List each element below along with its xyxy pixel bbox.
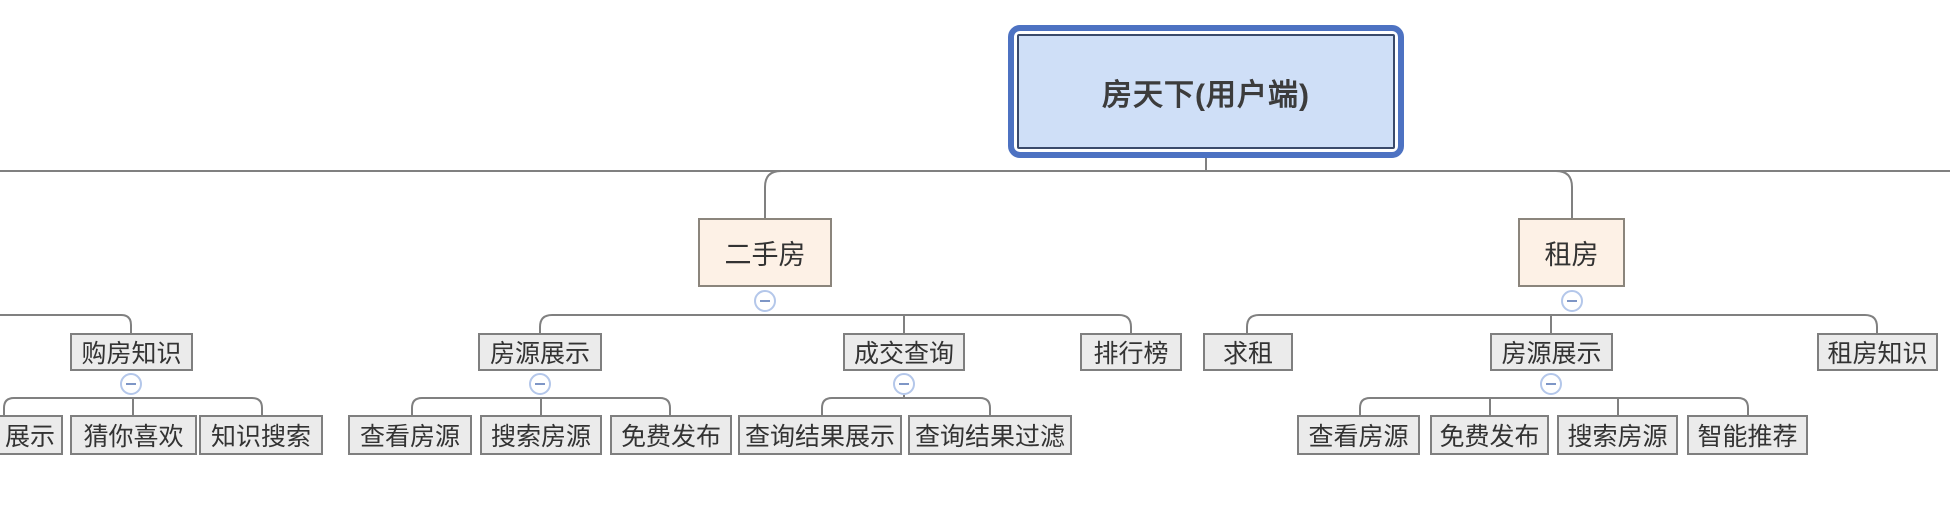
leaf-view-listings-2[interactable]: 查看房源 <box>1297 415 1420 455</box>
rail-second-hand-children <box>539 314 1132 333</box>
collapse-button-listing-display-2[interactable] <box>1540 373 1562 395</box>
minus-icon <box>126 383 136 385</box>
topic-second-hand-house[interactable]: 二手房 <box>698 218 832 287</box>
rail-listing-display-2-children <box>1359 397 1749 415</box>
leaf-free-publish-2[interactable]: 免费发布 <box>1430 415 1549 455</box>
root-topic[interactable]: 房天下(用户端) <box>1008 25 1404 158</box>
minus-icon <box>899 383 909 385</box>
rail-deal-query-children <box>821 395 991 415</box>
topic-rent-house[interactable]: 租房 <box>1518 218 1625 287</box>
leaf-display-clipped[interactable]: 展示 <box>0 415 63 455</box>
topic-ranking[interactable]: 排行榜 <box>1080 333 1182 371</box>
collapse-button-rent-house[interactable] <box>1561 290 1583 312</box>
topic-rent-seek[interactable]: 求租 <box>1203 333 1293 371</box>
rail-left-cut-branch <box>0 314 132 333</box>
collapse-button-second-hand-house[interactable] <box>754 290 776 312</box>
rail-listing-display-1-children <box>411 397 671 415</box>
minus-icon <box>1546 383 1556 385</box>
collapse-button-buying-knowledge[interactable] <box>120 373 142 395</box>
topic-deal-query[interactable]: 成交查询 <box>843 333 965 371</box>
leaf-view-listings-1[interactable]: 查看房源 <box>348 415 472 455</box>
collapse-button-listing-display-1[interactable] <box>529 373 551 395</box>
rail-rent-children <box>1246 314 1878 333</box>
leaf-search-listings-1[interactable]: 搜索房源 <box>480 415 602 455</box>
leaf-guess-you-like[interactable]: 猜你喜欢 <box>70 415 197 455</box>
root-topic-label: 房天下(用户端) <box>1017 34 1395 149</box>
leaf-query-result-filter[interactable]: 查询结果过滤 <box>908 415 1072 455</box>
connector-rent-house <box>1555 170 1573 218</box>
topic-rent-knowledge[interactable]: 租房知识 <box>1817 333 1938 371</box>
topic-buying-knowledge[interactable]: 购房知识 <box>70 333 193 371</box>
leaf-smart-recommend[interactable]: 智能推荐 <box>1687 415 1808 455</box>
topic-listing-display-1[interactable]: 房源展示 <box>478 333 602 371</box>
topic-listing-display-2[interactable]: 房源展示 <box>1490 333 1613 371</box>
minus-icon <box>1567 300 1577 302</box>
connector-second-hand-house <box>764 170 782 218</box>
leaf-search-listings-2[interactable]: 搜索房源 <box>1557 415 1678 455</box>
minus-icon <box>760 300 770 302</box>
leaf-free-publish-1[interactable]: 免费发布 <box>610 415 732 455</box>
leaf-knowledge-search[interactable]: 知识搜索 <box>199 415 323 455</box>
rail-buying-knowledge-children <box>3 397 263 415</box>
collapse-button-deal-query[interactable] <box>893 373 915 395</box>
leaf-query-result-display[interactable]: 查询结果展示 <box>738 415 902 455</box>
minus-icon <box>535 383 545 385</box>
